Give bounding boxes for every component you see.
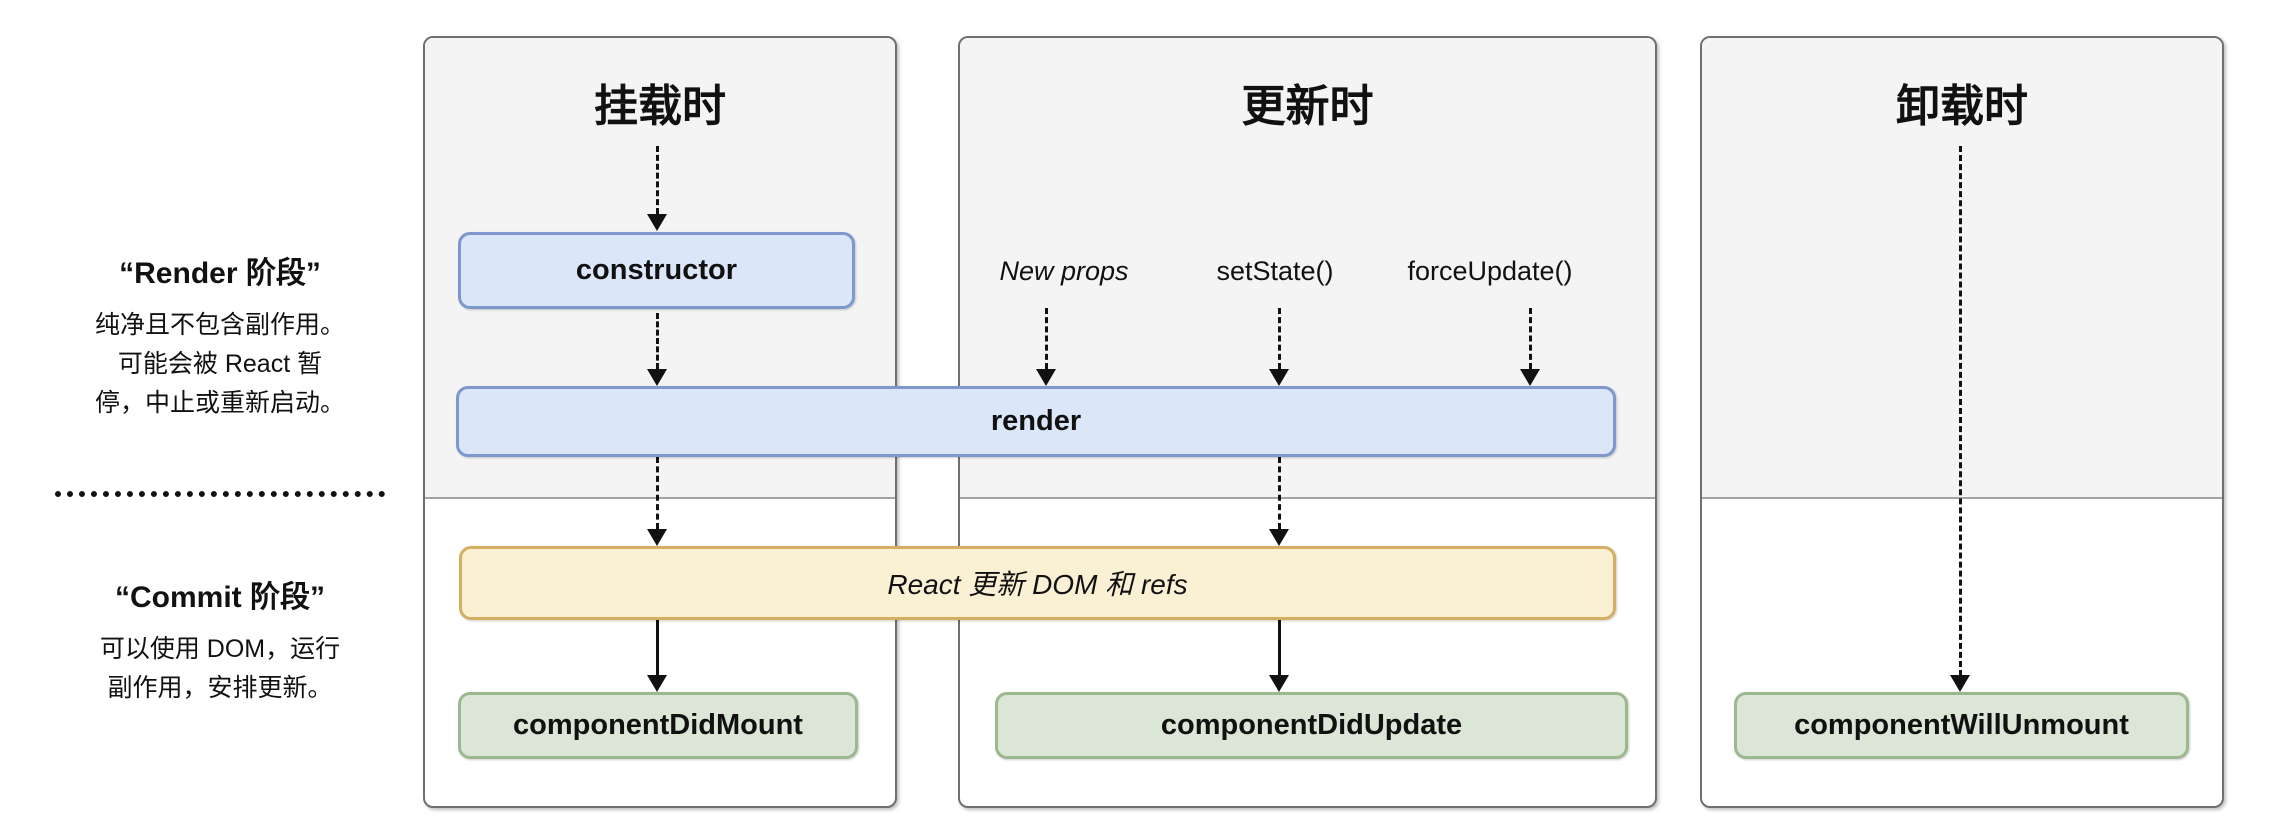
component-did-mount-box: componentDidMount bbox=[458, 692, 858, 759]
react-updates-dom-box: React 更新 DOM 和 refs bbox=[459, 546, 1616, 620]
arrow-force-update-to-render bbox=[1529, 308, 1532, 369]
arrow-set-state-to-render bbox=[1278, 308, 1281, 369]
arrowhead bbox=[647, 369, 667, 386]
arrow-render-to-dom-update-update bbox=[1278, 457, 1281, 529]
component-did-update-box: componentDidUpdate bbox=[995, 692, 1628, 759]
commit-phase-note: “Commit 阶段” 可以使用 DOM，运行 副作用，安排更新。 bbox=[40, 572, 400, 708]
arrowhead bbox=[1036, 369, 1056, 386]
trigger-set-state: setState() bbox=[1216, 256, 1334, 286]
commit-phase-description: 可以使用 DOM，运行 副作用，安排更新。 bbox=[99, 635, 341, 702]
trigger-new-props: New props bbox=[999, 256, 1129, 286]
arrow-constructor-to-render bbox=[656, 313, 659, 369]
panel-updating-title: 更新时 bbox=[1241, 82, 1374, 131]
arrowhead bbox=[1950, 675, 1970, 692]
arrowhead bbox=[1269, 675, 1289, 692]
arrow-dom-update-to-did-mount bbox=[656, 620, 659, 676]
render-phase-note: “Render 阶段” 纯净且不包含副作用。 可能会被 React 暂 停，中止… bbox=[40, 248, 400, 423]
arrow-unmount-to-will-unmount bbox=[1959, 146, 1962, 676]
arrow-mount-to-constructor bbox=[656, 146, 659, 214]
arrowhead bbox=[647, 214, 667, 231]
render-box: render bbox=[456, 386, 1616, 457]
arrowhead bbox=[1520, 369, 1540, 386]
phase-dotted-divider bbox=[55, 491, 385, 497]
render-phase-zone bbox=[1702, 38, 2222, 499]
arrowhead bbox=[1269, 529, 1289, 546]
arrowhead bbox=[1269, 369, 1289, 386]
arrowhead bbox=[647, 529, 667, 546]
arrow-dom-update-to-did-update bbox=[1278, 620, 1281, 676]
panel-mounting-title: 挂载时 bbox=[594, 82, 726, 131]
constructor-box: constructor bbox=[458, 232, 855, 309]
render-phase-title: “Render 阶段” bbox=[119, 257, 321, 290]
arrow-new-props-to-render bbox=[1045, 308, 1048, 369]
component-will-unmount-box: componentWillUnmount bbox=[1734, 692, 2189, 759]
arrowhead bbox=[647, 675, 667, 692]
arrow-render-to-dom-update-mount bbox=[656, 457, 659, 529]
trigger-force-update: forceUpdate() bbox=[1407, 256, 1573, 286]
commit-phase-title: “Commit 阶段” bbox=[115, 581, 325, 614]
panel-unmounting-title: 卸载时 bbox=[1896, 82, 2028, 131]
render-phase-description: 纯净且不包含副作用。 可能会被 React 暂 停，中止或重新启动。 bbox=[94, 311, 345, 417]
